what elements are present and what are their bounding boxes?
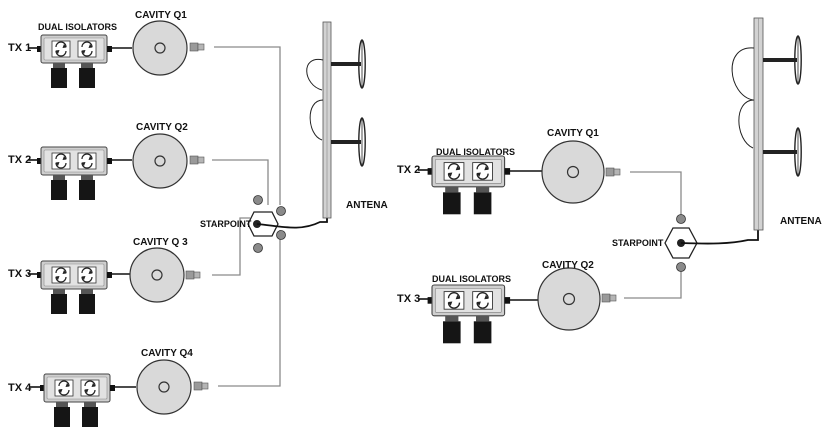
left-connector-q3 (185, 270, 201, 280)
right-cavity-q1 (541, 140, 605, 204)
right-isolators-label-2: DUAL ISOLATORS (432, 274, 511, 284)
tx4-label: TX 4 (8, 382, 32, 394)
left-connector-q2 (189, 155, 205, 165)
left-cavity-q4-label: CAVITY Q4 (141, 348, 193, 359)
left-antenna-label: ANTENA (346, 200, 388, 211)
tx2-label: TX 2 (8, 154, 31, 166)
right-isolator-tx2 (428, 156, 511, 214)
right-feeder (680, 226, 759, 245)
right-cables (624, 171, 682, 299)
left-isolator-tx4 (40, 374, 115, 427)
left-antenna (306, 21, 366, 219)
right-cavity-q1-label: CAVITY Q1 (547, 128, 599, 139)
right-antenna (731, 17, 802, 231)
left-cavity-q3 (129, 247, 185, 303)
tx3-label: TX 3 (8, 268, 31, 280)
left-cavity-q1 (132, 20, 188, 76)
right-isolator-tx3 (428, 285, 511, 343)
right-connector-q1 (605, 167, 621, 177)
right-cavity-q2 (537, 267, 601, 331)
left-starpoint-label: STARPOINT (200, 219, 252, 229)
right-diagram: TX 2 TX 3 DUAL ISOLATORS DUAL ISOLATORS … (397, 17, 822, 343)
right-tx2-label: TX 2 (397, 164, 420, 176)
right-tx3-label: TX 3 (397, 293, 420, 305)
left-feeder (256, 210, 328, 229)
left-isolator-tx3 (37, 261, 112, 314)
left-cavity-q1-label: CAVITY Q1 (135, 10, 187, 21)
left-isolator-tx1 (37, 35, 112, 88)
left-isolator-tx2 (37, 147, 112, 200)
left-cavity-q4 (136, 359, 192, 415)
right-isolators-label-1: DUAL ISOLATORS (436, 147, 515, 157)
left-connector-q4 (193, 381, 209, 391)
right-starpoint-label: STARPOINT (612, 238, 664, 248)
right-antenna-label: ANTENA (780, 216, 822, 227)
left-cavity-q2 (132, 133, 188, 189)
left-cavity-q2-label: CAVITY Q2 (136, 122, 188, 133)
tx1-label: TX 1 (8, 42, 31, 54)
left-cables (212, 46, 281, 387)
left-diagram: TX 1 TX 2 TX 3 TX 4 DUAL ISOLATORS (8, 10, 388, 427)
right-connector-q2 (601, 293, 617, 303)
left-cavity-q3-label: CAVITY Q 3 (133, 237, 188, 248)
left-isolators-label: DUAL ISOLATORS (38, 22, 117, 32)
left-connector-q1 (189, 42, 205, 52)
right-cavity-q2-label: CAVITY Q2 (542, 260, 594, 271)
